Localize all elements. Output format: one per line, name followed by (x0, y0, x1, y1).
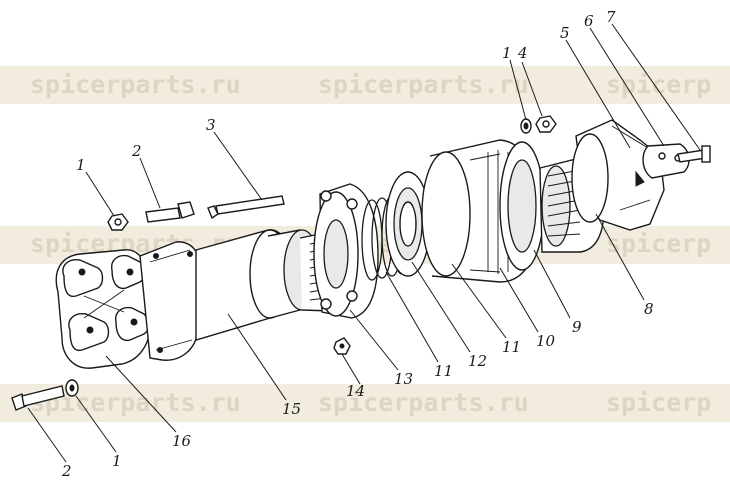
part-6-plate (642, 143, 690, 179)
watermark-band-top (0, 66, 730, 104)
watermark-text: spicerparts.ru (318, 70, 529, 99)
callout-2-bottom: 2 (61, 462, 72, 480)
part-2-bolt-lower (11, 385, 65, 411)
callout-1-left: 1 (76, 156, 86, 174)
leader-lines (27, 23, 701, 463)
callout-8: 8 (644, 300, 654, 318)
callout-4: 4 (517, 44, 528, 62)
callout-6: 6 (584, 12, 594, 30)
callout-11-inner: 11 (434, 362, 453, 380)
callout-1-bottom: 1 (112, 452, 122, 470)
part-14-nut (333, 337, 351, 355)
callout-labels: 1 2 3 1 4 5 6 7 8 9 10 11 12 11 13 14 15… (61, 8, 654, 480)
part-2-bolt-upper (145, 201, 195, 223)
callout-14: 14 (346, 382, 365, 400)
part-9-drum (421, 139, 545, 283)
watermark-text: spicerp (606, 70, 711, 99)
callout-13: 13 (394, 370, 413, 388)
callout-12: 12 (468, 352, 487, 370)
watermark-text: spicerp (606, 229, 711, 258)
watermark-band-bottom (0, 384, 730, 422)
part-5-end-housing (571, 119, 665, 231)
callout-5: 5 (560, 24, 570, 42)
part-3-long-bolt (207, 195, 285, 220)
part-1-nut-left (107, 213, 129, 231)
callout-10: 10 (536, 332, 556, 350)
callout-1-top: 1 (502, 44, 512, 62)
part-7-bolt (677, 145, 711, 163)
callout-15: 15 (282, 400, 301, 418)
part-1-washer-top (520, 118, 532, 134)
callout-16: 16 (172, 432, 192, 450)
callout-2-left: 2 (131, 142, 142, 160)
part-13-flange (313, 183, 379, 319)
watermark-text: spicerparts.ru (318, 388, 529, 417)
part-4-nut-top (535, 115, 557, 133)
watermark-text: spicerparts.ru (30, 388, 241, 417)
callout-11-outer: 11 (502, 338, 521, 356)
watermark-text: spicerp (606, 388, 711, 417)
callout-9: 9 (572, 318, 582, 336)
callout-3: 3 (206, 116, 216, 134)
callout-7: 7 (606, 8, 616, 26)
watermark-text: spicerparts.ru (30, 70, 241, 99)
part-1-washer-lower (65, 379, 79, 397)
part-11-bearing (385, 171, 431, 277)
part-16-universal-joint-yoke (55, 241, 203, 369)
